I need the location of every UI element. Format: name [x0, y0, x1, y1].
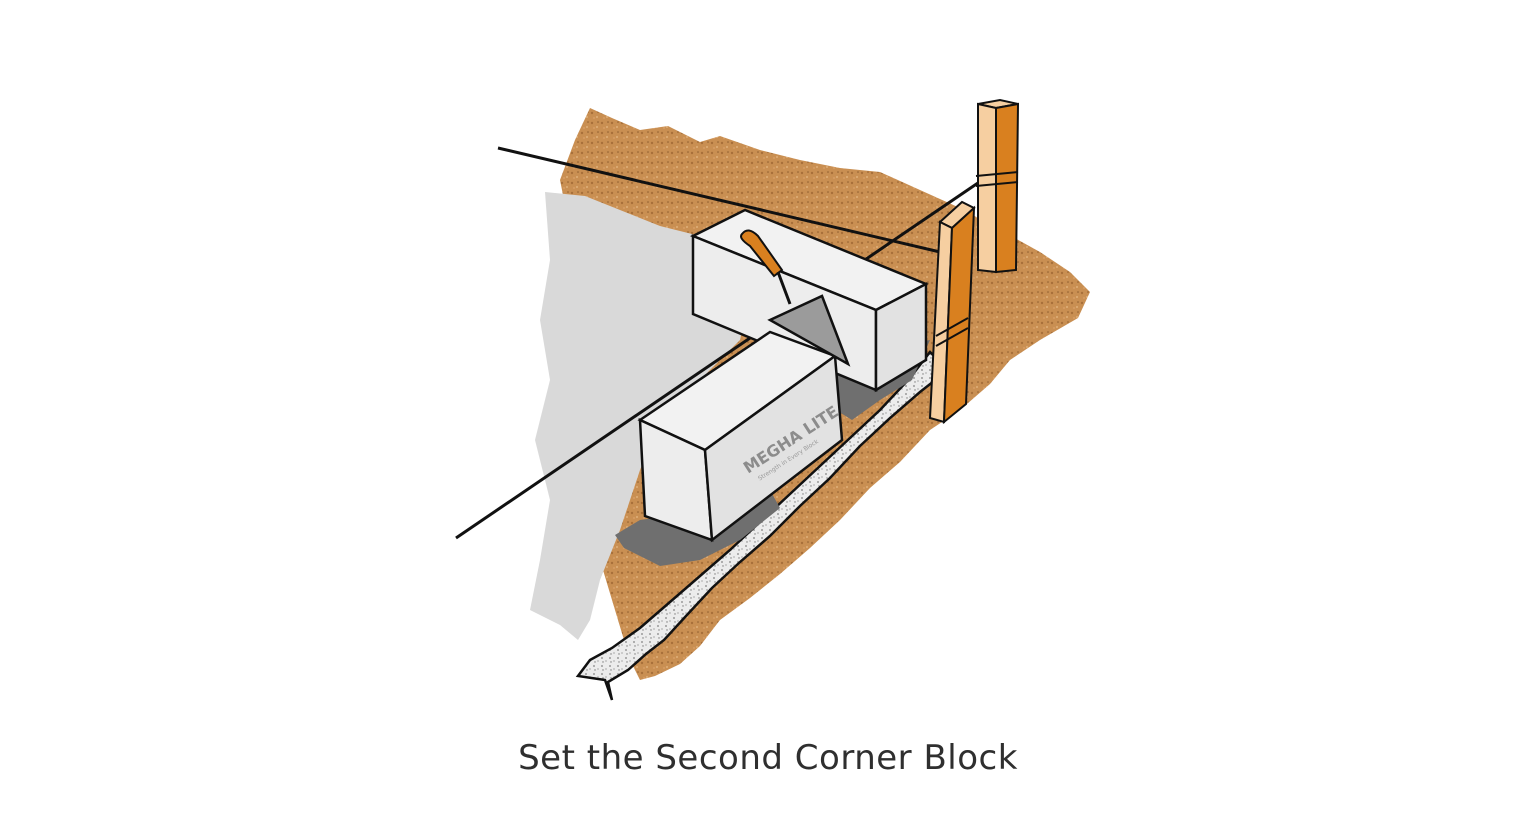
trowel-icon — [740, 229, 851, 367]
stake-front-icon — [928, 200, 976, 425]
gravel-trench — [575, 350, 950, 701]
string-line-upper — [497, 146, 941, 254]
stake-icon — [975, 98, 1020, 274]
aac-block-front: MEGHA LITE Strength in Every Block — [637, 330, 844, 543]
string-line-lower — [455, 166, 1001, 540]
diagram-caption: Set the Second Corner Block — [518, 738, 1018, 778]
